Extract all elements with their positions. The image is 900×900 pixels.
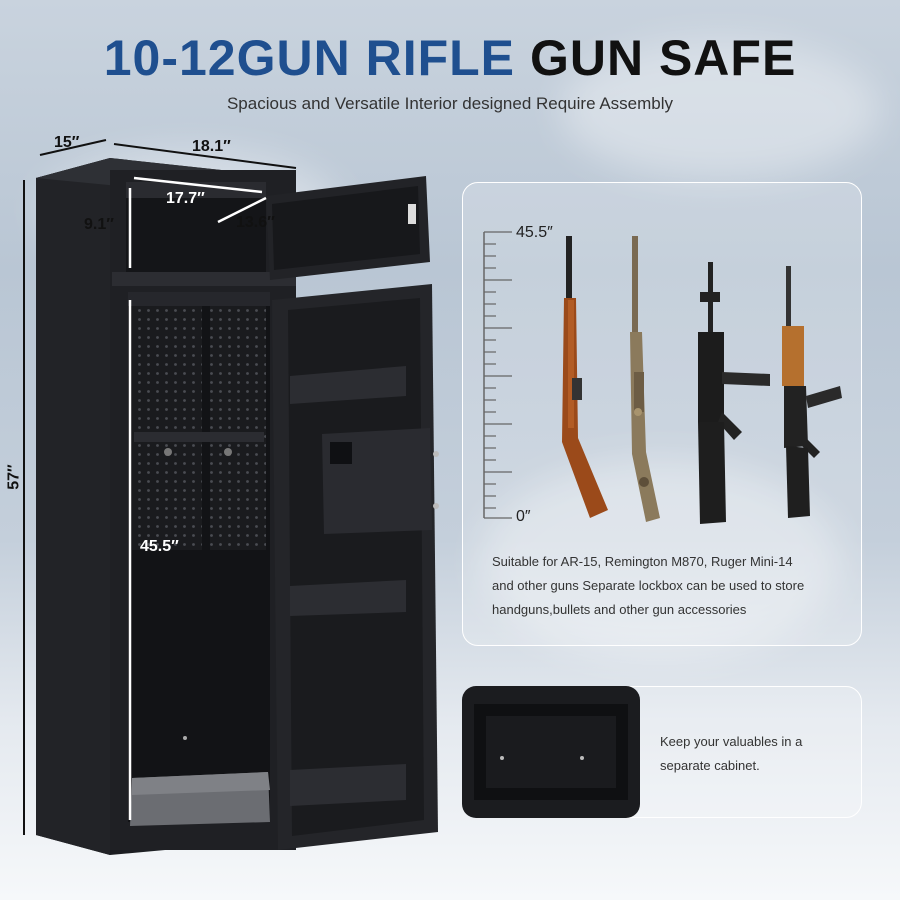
ar15-rifle: [698, 262, 770, 524]
scale-bottom-label: 0″: [516, 508, 531, 525]
dim-top-width: 17.7″: [166, 190, 205, 207]
dim-top-depth: 13.6″: [236, 214, 275, 231]
dim-height: 57″: [5, 464, 23, 490]
guns-panel-line: handguns,bullets and other gun accessori…: [492, 602, 747, 617]
lockbox-image: [462, 686, 640, 818]
cloud: [480, 460, 840, 660]
cloud: [560, 40, 880, 180]
title-part-blue: 10-12GUN RIFLE: [103, 30, 516, 86]
smg-rifle: [782, 266, 842, 518]
dim-inner-height: 45.5″: [140, 538, 179, 555]
guns-panel-text: Suitable for AR-15, Remington M870, Ruge…: [492, 550, 852, 622]
dim-width: 18.1″: [192, 138, 231, 155]
lockbox-panel-text: Keep your valuables in a separate cabine…: [660, 730, 850, 778]
lockbox-panel-line: Keep your valuables in a: [660, 734, 803, 749]
page-title: 10-12GUN RIFLE GUN SAFE: [0, 28, 900, 88]
lockbox-panel-line: separate cabinet.: [660, 758, 760, 773]
guns-panel-line: and other guns Separate lockbox can be u…: [492, 578, 805, 593]
dim-depth: 15″: [54, 134, 80, 151]
shotgun-camo: [630, 236, 660, 522]
title-part-dark: GUN SAFE: [529, 30, 797, 86]
subtitle: Spacious and Versatile Interior designed…: [226, 94, 674, 113]
guns-panel-line: Suitable for AR-15, Remington M870, Ruge…: [492, 554, 793, 569]
rifle-wood: [562, 236, 608, 518]
dim-top-height: 9.1″: [84, 216, 114, 233]
scale-top-label: 45.5″: [516, 224, 553, 241]
